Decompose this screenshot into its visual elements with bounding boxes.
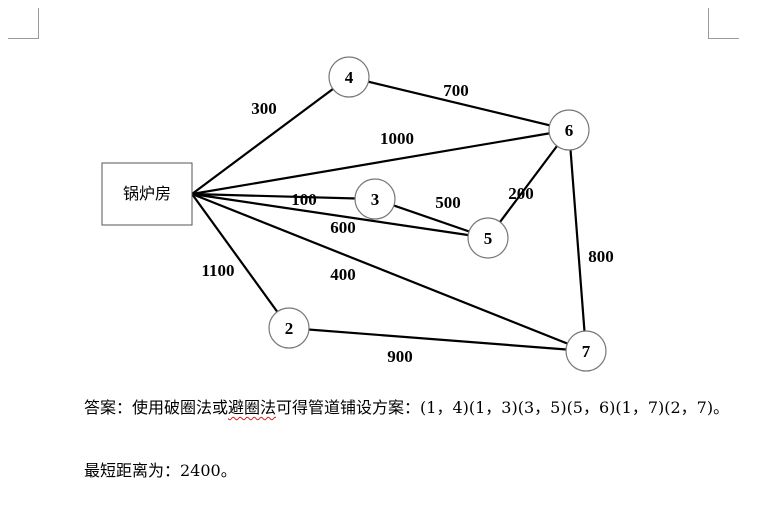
network-diagram: 锅炉房 2 3 4 5 6 7 300 700 1000 100 500 200 600 800 400 1… xyxy=(101,56,614,372)
edge-boiler-5 xyxy=(190,192,490,240)
answer-suffix: 可得管道铺设方案：(1，4)(1，3)(3，5)(5，6)(1，7)(2，7)。 xyxy=(276,398,730,417)
answer-paragraph: 答案：使用破圈法或避圈法可得管道铺设方案：(1，4)(1，3)(3，5)(5，6… xyxy=(30,393,730,423)
edge-weight-label: 500 xyxy=(435,193,461,212)
boiler-room-node: 锅炉房 xyxy=(101,162,193,226)
answer-squiggle-word: 避圈法 xyxy=(228,398,277,417)
edge-boiler-6 xyxy=(190,128,571,196)
node-label: 6 xyxy=(565,121,574,140)
page-corner-mark-top-right xyxy=(708,8,739,39)
edge-6-7 xyxy=(567,128,588,353)
node-6: 6 xyxy=(548,109,590,151)
edge-weight-label: 400 xyxy=(330,265,356,284)
edge-weight-label: 900 xyxy=(387,347,413,366)
edge-boiler-7 xyxy=(190,192,588,353)
page-corner-mark-top-left xyxy=(8,8,39,39)
node-5: 5 xyxy=(467,217,509,259)
edge-boiler-2 xyxy=(190,192,291,330)
node-label: 2 xyxy=(285,319,294,338)
boiler-room-label: 锅炉房 xyxy=(123,184,171,203)
edge-weight-label: 1100 xyxy=(201,261,234,280)
node-label: 3 xyxy=(371,190,380,209)
boiler-room-box xyxy=(101,162,193,226)
node-label: 7 xyxy=(582,342,591,361)
node-circle xyxy=(268,307,310,349)
node-label: 5 xyxy=(484,229,493,248)
node-4: 4 xyxy=(328,56,370,98)
edge-5-6 xyxy=(486,128,571,240)
edge-weight-label: 700 xyxy=(443,81,469,100)
edge-2-7 xyxy=(287,326,588,353)
node-circle xyxy=(354,178,396,220)
edge-weight-label: 1000 xyxy=(380,129,414,148)
edge-weight-label: 200 xyxy=(508,184,534,203)
node-2: 2 xyxy=(268,307,310,349)
node-circle xyxy=(565,330,607,372)
node-circle xyxy=(467,217,509,259)
result-paragraph: 最短距离为：2400。 xyxy=(84,461,237,480)
node-circle xyxy=(328,56,370,98)
edge-weight-label: 100 xyxy=(291,190,317,209)
edge-weight-label: 600 xyxy=(330,218,356,237)
edge-boiler-4 xyxy=(190,75,351,196)
node-3: 3 xyxy=(354,178,396,220)
edge-4-6 xyxy=(347,75,571,132)
nodes-group: 锅炉房 2 3 4 5 6 7 xyxy=(101,56,607,372)
edge-weight-label: 800 xyxy=(588,247,614,266)
node-7: 7 xyxy=(565,330,607,372)
edge-boiler-3 xyxy=(190,192,377,201)
node-label: 4 xyxy=(345,68,354,87)
node-circle xyxy=(548,109,590,151)
edge-weight-label: 300 xyxy=(251,99,277,118)
edge-labels-group: 300 700 1000 100 500 200 600 800 400 1100 900 xyxy=(201,81,613,366)
answer-prefix: 答案：使用破圈法或 xyxy=(84,398,229,417)
